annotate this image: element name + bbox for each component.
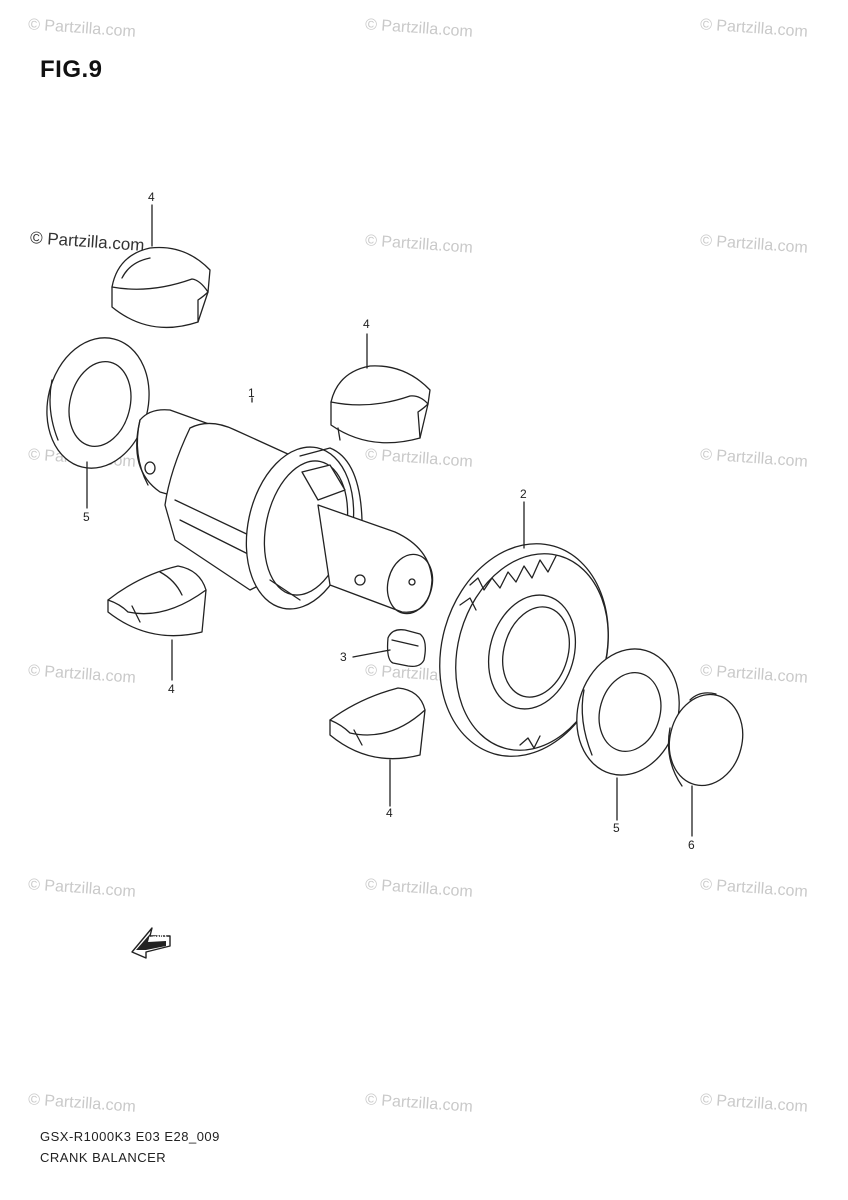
bearing-shell-4-upper-mid: [330, 365, 431, 444]
bearing-shell-4-lower-mid: [329, 687, 426, 760]
callout-4: 4: [363, 317, 370, 331]
woodruff-key-3: [386, 629, 426, 668]
figure-title: FIG.9: [40, 56, 103, 83]
forward-arrow-icon: [131, 927, 171, 959]
callout-6: 6: [688, 838, 695, 852]
callout-3: 3: [340, 650, 347, 664]
balancer-shaft-1: [136, 409, 434, 615]
callout-5: 5: [613, 821, 620, 835]
bearing-shell-4-lower-left: [107, 565, 207, 637]
callout-4: 4: [386, 806, 393, 820]
callout-5: 5: [83, 510, 90, 524]
end-cap-6: [667, 692, 744, 787]
callout-1: 1: [248, 386, 255, 400]
diagram-code: GSX-R1000K3 E03 E28_009: [40, 1129, 220, 1144]
diagram-name: CRANK BALANCER: [40, 1150, 167, 1165]
callout-2: 2: [520, 487, 527, 501]
callout-4: 4: [148, 190, 155, 204]
bearing-shell-4-top-left: [111, 246, 211, 329]
callout-4: 4: [168, 682, 175, 696]
